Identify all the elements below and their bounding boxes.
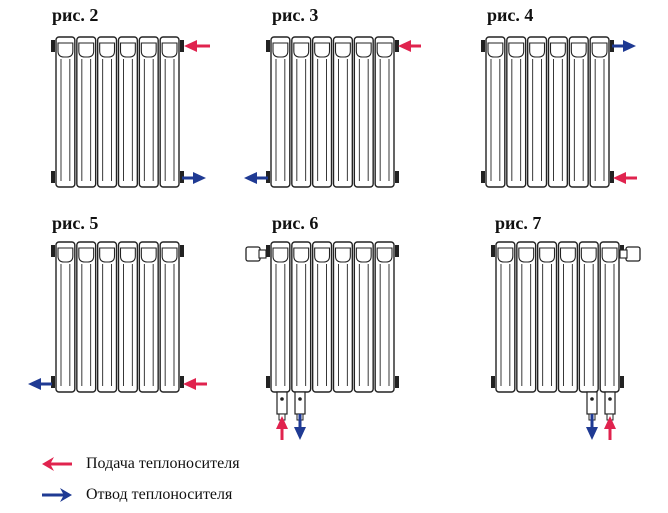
radiator-fig-7 <box>491 241 624 393</box>
figure-label-7: рис. 7 <box>495 213 542 233</box>
radiator-fig-2 <box>51 36 184 188</box>
radiator-section <box>138 36 159 188</box>
radiator-section <box>117 241 139 393</box>
figure-label-2: рис. 2 <box>52 5 99 25</box>
radiator-section <box>55 241 76 393</box>
return-arrow-fig-7 <box>586 414 598 440</box>
radiator-section <box>506 36 527 188</box>
radiator-section <box>291 36 312 188</box>
supply-arrow-fig-2 <box>184 40 210 52</box>
radiator-section <box>96 36 118 188</box>
return-arrow-fig-5 <box>28 378 52 390</box>
radiator-section <box>526 36 548 188</box>
figure-label-5: рис. 5 <box>52 213 99 233</box>
legend-supply: Подача теплоносителя <box>40 455 240 473</box>
figure-label-4: рис. 4 <box>487 5 534 25</box>
return-arrow-fig-6 <box>294 414 306 440</box>
radiator-section <box>138 241 159 393</box>
radiator-fig-5 <box>51 241 184 393</box>
return-arrow-fig-2 <box>182 172 206 184</box>
legend-return: Отвод теплоносителя <box>40 486 232 504</box>
supply-arrow-fig-5 <box>183 378 207 390</box>
radiator-section <box>270 241 291 393</box>
radiator-section <box>353 36 374 188</box>
supply-arrow-fig-7 <box>604 416 616 440</box>
radiator-section <box>495 241 516 393</box>
return-arrow-fig-4 <box>612 40 636 52</box>
figure-label-3: рис. 3 <box>272 5 319 25</box>
thermostatic-valve <box>245 246 267 262</box>
radiator-fig-6 <box>266 241 399 393</box>
radiator-section <box>547 36 569 188</box>
radiator-section <box>374 36 395 188</box>
supply-arrow-fig-4 <box>613 172 637 184</box>
radiator-section <box>291 241 312 393</box>
radiator-section <box>578 241 599 393</box>
radiator-section <box>599 241 620 393</box>
radiator-section <box>557 241 579 393</box>
radiator-section <box>55 36 76 188</box>
radiator-section <box>311 36 333 188</box>
radiator-section <box>159 36 180 188</box>
bottom-pipe-connector <box>604 391 616 421</box>
radiator-section <box>536 241 558 393</box>
radiator-section <box>76 36 97 188</box>
thermostatic-valve <box>619 246 641 262</box>
radiator-section <box>485 36 506 188</box>
radiator-section <box>117 36 139 188</box>
return-arrow-icon <box>42 488 72 502</box>
radiator-section <box>516 241 537 393</box>
radiator-section <box>353 241 374 393</box>
figure-label-6: рис. 6 <box>272 213 319 233</box>
radiator-section <box>159 241 180 393</box>
legend-supply-label: Подача теплоносителя <box>86 455 240 472</box>
radiator-fig-4 <box>481 36 614 188</box>
radiator-section <box>270 36 291 188</box>
radiator-section <box>332 36 354 188</box>
radiator-section <box>96 241 118 393</box>
radiator-section <box>374 241 395 393</box>
supply-arrow-icon <box>42 457 72 471</box>
supply-arrow-fig-3 <box>398 40 421 52</box>
radiator-section <box>76 241 97 393</box>
radiator-section <box>332 241 354 393</box>
legend-return-label: Отвод теплоносителя <box>86 486 233 503</box>
radiator-fig-3 <box>266 36 399 188</box>
return-arrow-fig-3 <box>244 172 268 184</box>
radiator-section <box>589 36 610 188</box>
radiator-section <box>311 241 333 393</box>
bottom-pipe-connector <box>276 391 288 421</box>
radiator-section <box>568 36 589 188</box>
supply-arrow-fig-6 <box>276 416 288 440</box>
